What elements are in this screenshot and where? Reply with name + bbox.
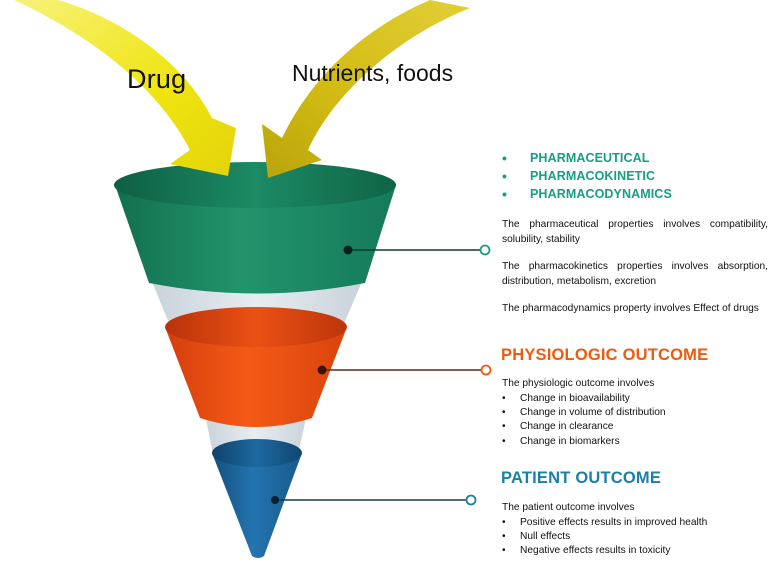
patient-outcome-title: PATIENT OUTCOME (501, 469, 662, 487)
funnel-segment-blue (212, 439, 302, 558)
funnel-segment-green (114, 162, 396, 294)
drug-arrow-icon (14, 0, 236, 176)
pharmacodynamic-description: The pharmacodynamics property involves E… (502, 303, 759, 314)
physiologic-outcome-intro: The physiologic outcome involves (502, 378, 655, 389)
list-item: Negative effects results in toxicity (502, 544, 707, 558)
physiologic-outcome-title: PHYSIOLOGIC OUTCOME (501, 346, 709, 364)
patient-outcome-intro: The patient outcome involves (502, 502, 635, 513)
connector-orange (317, 364, 492, 376)
stage-item-pharmacokinetic: PHARMACOKINETIC (502, 167, 672, 185)
stage-list: PHARMACEUTICAL PHARMACOKINETIC PHARMACOD… (502, 149, 672, 203)
physiologic-outcome-list: Change in bioavailability Change in volu… (502, 392, 666, 449)
connector-green (343, 244, 491, 256)
list-item: Positive effects results in improved hea… (502, 516, 707, 530)
list-item: Change in bioavailability (502, 392, 666, 406)
list-item: Change in biomarkers (502, 435, 666, 449)
list-item: Change in clearance (502, 420, 666, 434)
nutrients-label: Nutrients, foods (292, 60, 454, 86)
patient-outcome-list: Positive effects results in improved hea… (502, 516, 707, 559)
list-item: Change in volume of distribution (502, 406, 666, 420)
pharmaceutical-description: The pharmaceutical properties involves c… (502, 219, 768, 245)
pharmacokinetic-description: The pharmacokinetics properties involves… (502, 261, 768, 287)
stage-item-pharmaceutical: PHARMACEUTICAL (502, 149, 672, 167)
drug-label: Drug (127, 64, 187, 94)
funnel-segment-orange (165, 307, 347, 427)
nutrients-arrow-icon (262, 0, 470, 178)
list-item: Null effects (502, 530, 707, 544)
stage-item-pharmacodynamics: PHARMACODYNAMICS (502, 185, 672, 203)
connector-blue (271, 494, 477, 506)
